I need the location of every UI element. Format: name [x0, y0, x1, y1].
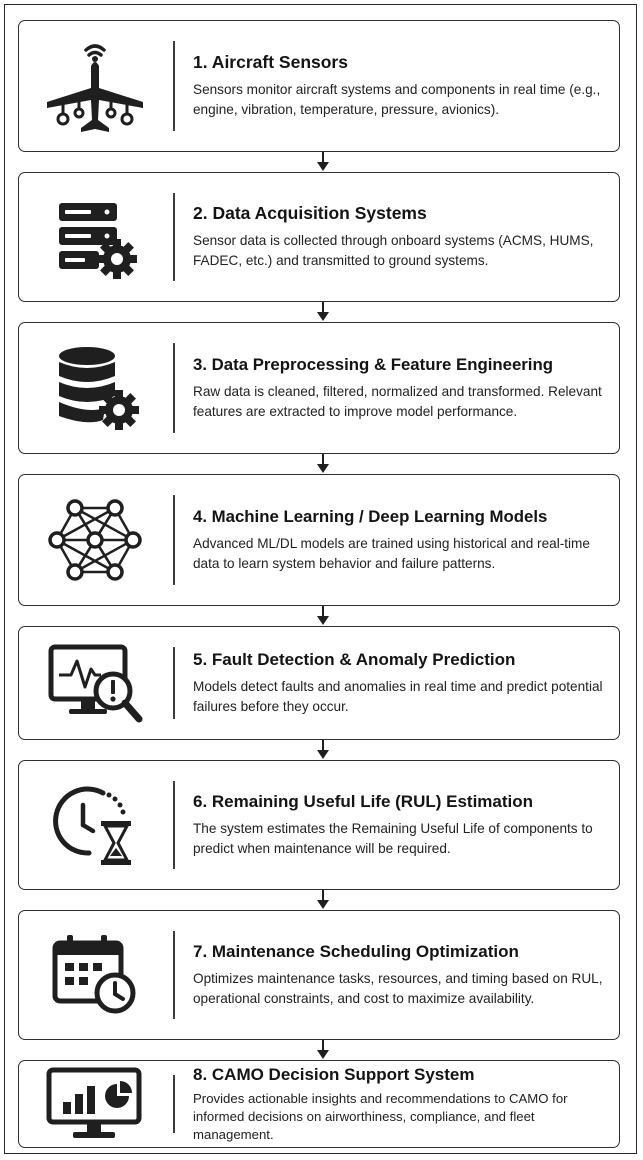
- step-description: Advanced ML/DL models are trained using …: [193, 535, 590, 571]
- step-divider: [173, 343, 175, 433]
- arrow-down-icon: [317, 302, 329, 321]
- arrow-down-icon: [317, 454, 329, 473]
- step-description: The system estimates the Remaining Usefu…: [193, 820, 593, 856]
- step-fault-detection: 5. Fault Detection & Anomaly Prediction …: [18, 626, 620, 740]
- step-title: 5. Fault Detection & Anomaly Prediction: [193, 649, 516, 669]
- step-title: 3. Data Preprocessing & Feature Engineer…: [193, 354, 553, 374]
- step-description: Sensor data is collected through onboard…: [193, 233, 594, 268]
- step-preprocessing: 3. Data Preprocessing & Feature Engineer…: [18, 322, 620, 454]
- calendar-clock-icon: [39, 927, 151, 1023]
- step-divider: [173, 495, 175, 585]
- step-ml-models: 4. Machine Learning / Deep Learning Mode…: [18, 474, 620, 606]
- step-description: Optimizes maintenance tasks, resources, …: [193, 970, 603, 1006]
- step-aircraft-sensors: 1. Aircraft Sensors Sensors monitor airc…: [18, 20, 620, 152]
- step-description: Raw data is cleaned, filtered, normalize…: [193, 383, 602, 419]
- monitor-magnifier-alert-icon: [39, 635, 151, 731]
- database-gear-icon: [39, 340, 151, 436]
- step-title: 8. CAMO Decision Support System: [193, 1064, 475, 1084]
- step-divider: [173, 193, 175, 281]
- step-maintenance-scheduling: 7. Maintenance Scheduling Optimization O…: [18, 910, 620, 1040]
- step-divider: [173, 647, 175, 719]
- step-title: 7. Maintenance Scheduling Optimization: [193, 941, 519, 961]
- server-gear-icon: [39, 189, 151, 285]
- step-description: Models detect faults and anomalies in re…: [193, 678, 603, 714]
- arrow-down-icon: [317, 606, 329, 625]
- clock-hourglass-icon: [39, 777, 151, 873]
- step-rul-estimation: 6. Remaining Useful Life (RUL) Estimatio…: [18, 760, 620, 890]
- step-divider: [173, 781, 175, 869]
- step-camo-decision-support: 8. CAMO Decision Support System Provides…: [18, 1060, 620, 1148]
- step-title: 6. Remaining Useful Life (RUL) Estimatio…: [193, 791, 534, 811]
- diagram-frame: [4, 4, 637, 1154]
- step-divider: [173, 41, 175, 131]
- step-title: 2. Data Acquisition Systems: [193, 203, 427, 223]
- arrow-down-icon: [317, 890, 329, 909]
- arrow-down-icon: [317, 1040, 329, 1059]
- aircraft-sensor-icon: [39, 38, 151, 134]
- step-description: Sensors monitor aircraft systems and com…: [193, 82, 601, 117]
- neural-network-icon: [39, 492, 151, 588]
- step-data-acquisition: 2. Data Acquisition Systems Sensor data …: [18, 172, 620, 302]
- step-divider: [173, 1075, 175, 1133]
- step-title: 1. Aircraft Sensors: [193, 52, 348, 72]
- step-divider: [173, 931, 175, 1019]
- arrow-down-icon: [317, 152, 329, 171]
- step-description: Provides actionable insights and recomme…: [193, 1090, 568, 1142]
- dashboard-monitor-icon: [39, 1064, 151, 1144]
- step-title: 4. Machine Learning / Deep Learning Mode…: [193, 506, 548, 526]
- arrow-down-icon: [317, 740, 329, 759]
